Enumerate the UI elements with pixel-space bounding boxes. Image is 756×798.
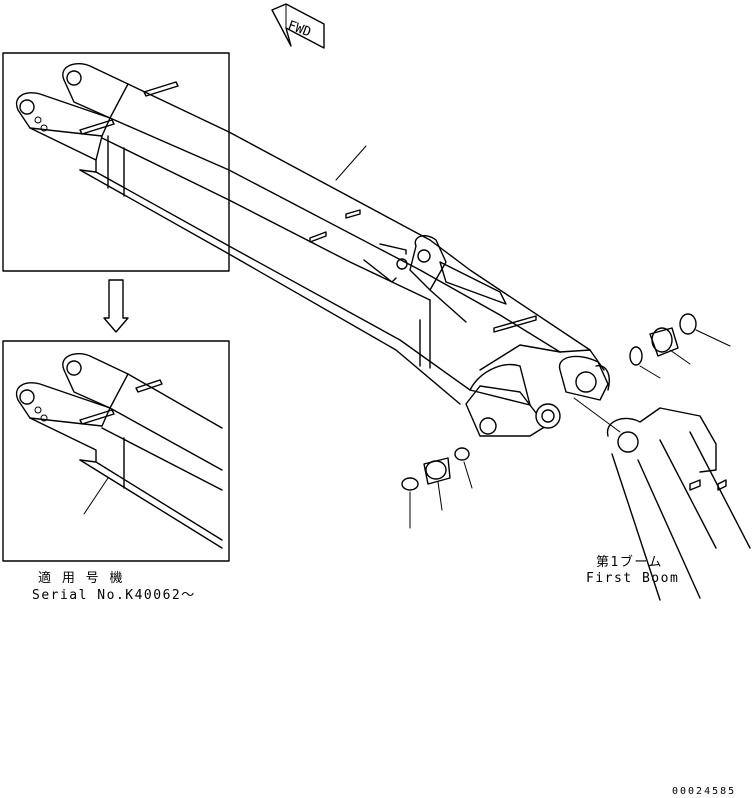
- drawing-code: 00024585: [672, 786, 736, 797]
- first-boom: [573, 397, 751, 601]
- arm-assembly: [228, 131, 610, 437]
- fwd-label: FWD: [286, 18, 313, 40]
- bushing-set-right: [629, 313, 731, 379]
- first-boom-label-en: First Boom: [586, 571, 679, 586]
- fwd-arrow-icon: FWD: [271, 3, 325, 49]
- detail-box-before: [2, 52, 230, 272]
- serial-note-jp: 適 用 号 機: [38, 570, 124, 586]
- serial-note-en: Serial No.K40062～: [32, 588, 196, 603]
- down-arrow-icon: [103, 279, 129, 333]
- bushing-set-left: [401, 447, 473, 529]
- detail-box-after: [2, 340, 230, 562]
- first-boom-label-jp: 第1ブーム: [596, 554, 663, 570]
